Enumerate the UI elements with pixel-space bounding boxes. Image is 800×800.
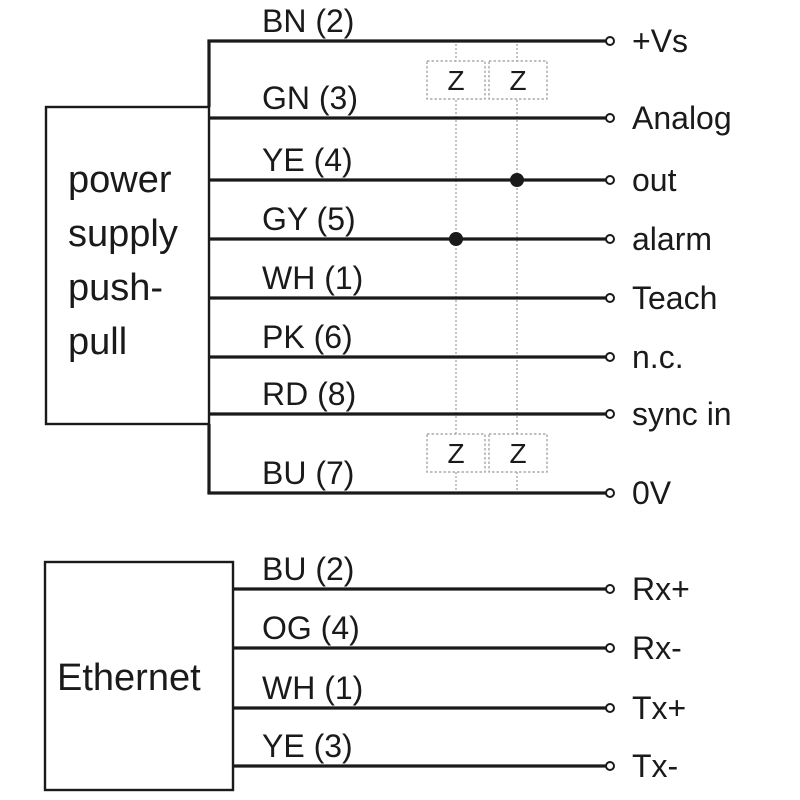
- signal-label-vs: +Vs: [632, 23, 688, 59]
- terminal-tx-minus: [605, 761, 615, 771]
- signal-label-rx-minus: Rx-: [632, 630, 682, 666]
- zener-label-top-right: Z: [509, 65, 526, 96]
- wire-label-gn: GN (3): [262, 80, 358, 116]
- zener-box-top-left: [426, 60, 486, 100]
- power-supply-block: [44, 105, 211, 426]
- terminal-rx-minus: [605, 643, 615, 653]
- power-block-line-4: pull: [68, 321, 127, 363]
- signal-label-tx-minus: Tx-: [632, 748, 678, 784]
- zener-label-top-left: Z: [447, 65, 464, 96]
- zener-label-bottom-left: Z: [447, 438, 464, 469]
- terminal-alarm: [605, 234, 615, 244]
- signal-label-tx-plus: Tx+: [632, 690, 686, 726]
- signal-label-out: out: [632, 162, 677, 198]
- terminal-sync-in: [605, 409, 615, 419]
- signal-label-0v: 0V: [632, 475, 672, 511]
- zener-label-bottom-right: Z: [509, 438, 526, 469]
- ethernet-block: [43, 560, 235, 792]
- terminal-out: [605, 175, 615, 185]
- signal-label-teach: Teach: [632, 280, 717, 316]
- terminal-tx-plus: [605, 703, 615, 713]
- eth-wire-label-og: OG (4): [262, 610, 360, 646]
- wire-label-bn: BN (2): [262, 3, 354, 39]
- wire-label-rd: RD (8): [262, 376, 356, 412]
- wire-label-ye: YE (4): [262, 142, 353, 178]
- eth-wire-label-bu: BU (2): [262, 551, 354, 587]
- eth-wire-label-ye: YE (3): [262, 728, 353, 764]
- wire-label-gy: GY (5): [262, 201, 356, 237]
- power-block-line-1: power: [68, 159, 172, 201]
- signal-label-nc: n.c.: [632, 339, 684, 375]
- terminal-0v: [605, 488, 615, 498]
- eth-wire-label-wh: WH (1): [262, 670, 363, 706]
- terminal-analog: [605, 113, 615, 123]
- terminal-rx-plus: [605, 584, 615, 594]
- terminal-vs: [605, 36, 615, 46]
- power-block-line-2: supply: [68, 213, 178, 255]
- signal-label-analog: Analog: [632, 100, 732, 136]
- wire-label-wh: WH (1): [262, 260, 363, 296]
- zener-box-bottom-right: [488, 433, 548, 473]
- signal-label-alarm: alarm: [632, 221, 712, 257]
- wire-label-bu: BU (7): [262, 455, 354, 491]
- terminal-nc: [605, 352, 615, 362]
- zener-box-top-right: [488, 60, 548, 100]
- zener-box-bottom-left: [426, 433, 486, 473]
- power-block-line-3: push-: [68, 267, 163, 309]
- junction-dot-alarm: [449, 232, 463, 246]
- signal-label-rx-plus: Rx+: [632, 571, 690, 607]
- junction-dot-out: [510, 173, 524, 187]
- wire-label-pk: PK (6): [262, 319, 353, 355]
- signal-label-sync-in: sync in: [632, 396, 732, 432]
- terminal-teach: [605, 293, 615, 303]
- ethernet-block-label: Ethernet: [57, 657, 201, 699]
